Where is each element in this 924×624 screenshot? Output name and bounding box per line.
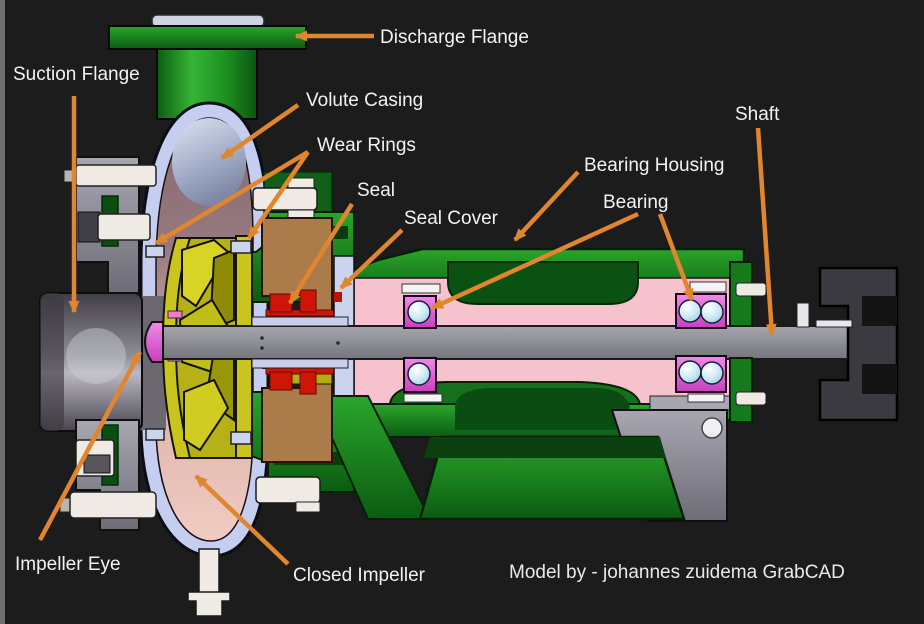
bearing-end-cap xyxy=(729,261,767,423)
closed-impeller-arrow xyxy=(194,474,290,566)
bearing-part xyxy=(403,293,727,393)
annotation-arrows xyxy=(38,30,777,566)
seal-cover-arrow xyxy=(339,228,404,290)
label-bearing: Bearing xyxy=(603,192,669,213)
pedestal-part xyxy=(331,395,728,522)
model-credit: Model by - johannes zuidema GrabCAD xyxy=(509,562,845,583)
shaft-arrow xyxy=(755,127,777,337)
bearing-arrow-left xyxy=(430,211,639,311)
wear-rings-arrow-right xyxy=(247,150,310,240)
seal-arrow xyxy=(288,202,354,305)
shaft-part xyxy=(144,316,853,369)
impeller-eye-arrow xyxy=(38,350,142,542)
label-bearing-housing: Bearing Housing xyxy=(584,155,724,176)
volute-casing-arrow xyxy=(220,103,300,160)
bearing-housing-arrow xyxy=(513,170,580,242)
label-shaft: Shaft xyxy=(735,104,780,125)
label-suction-flange: Suction Flange xyxy=(13,64,140,85)
label-wear-rings: Wear Rings xyxy=(317,135,416,156)
scan-border xyxy=(0,0,5,624)
discharge-flange-part xyxy=(108,14,307,120)
wear-rings-arrow-left xyxy=(154,150,310,245)
impeller-front-shroud xyxy=(161,237,192,459)
label-closed-impeller: Closed Impeller xyxy=(293,565,426,586)
label-seal-cover: Seal Cover xyxy=(404,208,499,229)
volute-casing-bolts xyxy=(187,177,321,617)
wear-rings-part xyxy=(145,240,252,445)
annotation-labels: Discharge Flange Suction Flange Volute C… xyxy=(13,27,845,586)
impeller-nut xyxy=(144,321,164,363)
label-seal: Seal xyxy=(357,180,395,201)
coupling-part xyxy=(796,266,899,422)
label-impeller-eye: Impeller Eye xyxy=(15,554,121,575)
label-volute-casing: Volute Casing xyxy=(306,90,423,111)
bearing-arrow-right xyxy=(657,213,695,302)
suction-flange-bolts xyxy=(59,164,157,519)
label-discharge-flange: Discharge Flange xyxy=(380,27,529,48)
